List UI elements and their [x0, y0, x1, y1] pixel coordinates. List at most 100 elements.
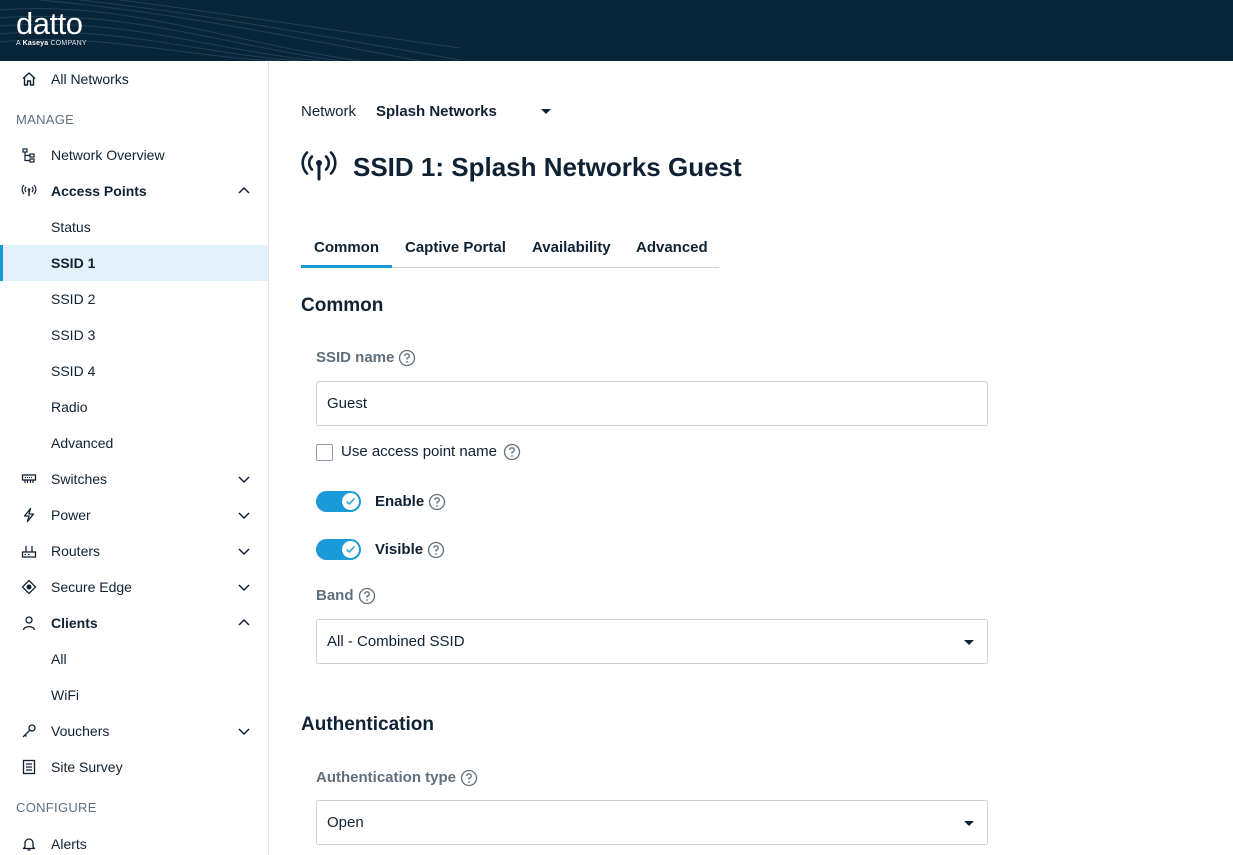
lightning-bolt-icon: [23, 507, 35, 523]
bell-icon: [22, 838, 36, 851]
sidebar-item-all-networks[interactable]: All Networks: [0, 61, 268, 97]
chevron-down-icon: [238, 548, 250, 556]
help-icon[interactable]: [503, 443, 521, 461]
sidebar-item-label: SSID 4: [51, 363, 96, 379]
network-label: Network: [301, 103, 357, 120]
tab-bar: Common Captive Portal Availability Advan…: [301, 231, 719, 268]
chevron-up-icon: [238, 186, 250, 194]
chevron-down-icon: [238, 728, 250, 736]
sidebar-item-ssid-2[interactable]: SSID 2: [0, 281, 268, 317]
logo-tag-suffix: COMPANY: [50, 40, 87, 47]
chevron-down-icon: [238, 512, 250, 520]
clipboard-list-icon: [22, 759, 36, 775]
datto-logo[interactable]: datto A Kaseya COMPANY: [16, 6, 87, 48]
switch-icon: [21, 474, 37, 483]
auth-type-select-value: Open: [327, 814, 364, 831]
check-icon: [346, 498, 356, 505]
help-icon[interactable]: [358, 587, 376, 605]
tab-advanced[interactable]: Advanced: [636, 239, 708, 256]
key-icon: [22, 724, 36, 738]
section-heading-authentication: Authentication: [301, 714, 434, 735]
sidebar-item-ssid-1[interactable]: SSID 1: [0, 245, 268, 281]
sidebar-item-ap-advanced[interactable]: Advanced: [0, 425, 268, 461]
section-heading-configure: CONFIGURE: [16, 800, 97, 815]
enable-label: Enable: [375, 492, 425, 510]
help-icon[interactable]: [460, 769, 478, 787]
sidebar-item-clients[interactable]: Clients: [0, 605, 268, 641]
tab-availability[interactable]: Availability: [532, 239, 611, 256]
band-label: Band: [316, 587, 376, 605]
sidebar-item-label: Routers: [51, 543, 101, 559]
top-header: datto A Kaseya COMPANY: [0, 0, 1233, 61]
sidebar-item-clients-all[interactable]: All: [0, 641, 268, 677]
visible-row: Visible: [316, 539, 445, 560]
chevron-down-icon: [238, 584, 250, 592]
sidebar-item-label: Network Overview: [51, 147, 165, 163]
sidebar-item-vouchers[interactable]: Vouchers: [0, 713, 268, 749]
sidebar-item-label: Access Points: [51, 183, 147, 199]
sidebar-item-ssid-4[interactable]: SSID 4: [0, 353, 268, 389]
use-ap-name-row: Use access point name: [316, 443, 521, 461]
sidebar-item-label: All: [51, 651, 67, 667]
sidebar-item-label: WiFi: [51, 687, 79, 703]
sidebar-item-label: Radio: [51, 399, 88, 415]
sidebar-item-label: All Networks: [51, 71, 129, 87]
sidebar-item-clients-wifi[interactable]: WiFi: [0, 677, 268, 713]
network-tree-icon: [22, 148, 35, 163]
ssid-name-input[interactable]: Guest: [316, 381, 988, 426]
logo-tag-brand: Kaseya: [22, 40, 49, 47]
band-select[interactable]: All - Combined SSID: [316, 619, 988, 664]
sidebar-item-ssid-3[interactable]: SSID 3: [0, 317, 268, 353]
help-icon[interactable]: [427, 541, 445, 559]
sidebar-item-label: Alerts: [51, 836, 87, 852]
antenna-icon: [301, 151, 337, 181]
sidebar-item-label: Vouchers: [51, 723, 110, 739]
help-icon[interactable]: [398, 349, 416, 367]
sidebar-item-network-overview[interactable]: Network Overview: [0, 137, 268, 173]
visible-label: Visible: [375, 540, 424, 558]
visible-toggle[interactable]: [316, 539, 361, 560]
home-icon: [22, 72, 36, 86]
shield-compass-icon: [21, 579, 37, 595]
enable-toggle[interactable]: [316, 491, 361, 512]
sidebar-item-label: Advanced: [51, 435, 114, 451]
chevron-up-icon: [238, 618, 250, 626]
use-ap-name-label: Use access point name: [341, 443, 497, 460]
antenna-icon: [21, 184, 37, 196]
section-heading-common: Common: [301, 295, 384, 316]
caret-down-icon: [964, 640, 974, 645]
sidebar-item-label: SSID 2: [51, 291, 96, 307]
help-icon[interactable]: [428, 493, 446, 511]
sidebar-item-status[interactable]: Status: [0, 209, 268, 245]
toggle-knob: [342, 493, 359, 510]
chevron-down-icon: [238, 476, 250, 484]
band-label-text: Band: [316, 587, 354, 604]
use-ap-name-checkbox[interactable]: [316, 443, 333, 461]
caret-down-icon: [964, 821, 974, 826]
toggle-knob: [342, 541, 359, 558]
sidebar-item-secure-edge[interactable]: Secure Edge: [0, 569, 268, 605]
sidebar-item-label: SSID 1: [51, 255, 96, 271]
sidebar-item-switches[interactable]: Switches: [0, 461, 268, 497]
sidebar-item-label: Clients: [51, 615, 98, 631]
sidebar-item-label: Switches: [51, 471, 108, 487]
ssid-name-label: SSID name: [316, 349, 416, 367]
tab-captive-portal[interactable]: Captive Portal: [405, 239, 506, 256]
logo-word: datto: [16, 6, 83, 41]
sidebar-item-power[interactable]: Power: [0, 497, 268, 533]
network-select-caret-icon[interactable]: [541, 109, 551, 114]
network-select[interactable]: Splash Networks: [376, 103, 497, 120]
auth-type-label: Authentication type: [316, 769, 478, 787]
section-heading-manage: MANAGE: [16, 112, 75, 127]
band-select-value: All - Combined SSID: [327, 633, 465, 650]
auth-type-select[interactable]: Open: [316, 800, 988, 845]
sidebar-item-site-survey[interactable]: Site Survey: [0, 749, 268, 785]
enable-row: Enable: [316, 491, 446, 512]
tab-common[interactable]: Common: [301, 239, 392, 268]
sidebar-item-access-points[interactable]: Access Points: [0, 173, 268, 209]
sidebar-item-alerts[interactable]: Alerts: [0, 826, 268, 855]
sidebar-item-label: SSID 3: [51, 327, 96, 343]
sidebar-item-radio[interactable]: Radio: [0, 389, 268, 425]
sidebar-item-label: Secure Edge: [51, 579, 132, 595]
sidebar-item-routers[interactable]: Routers: [0, 533, 268, 569]
